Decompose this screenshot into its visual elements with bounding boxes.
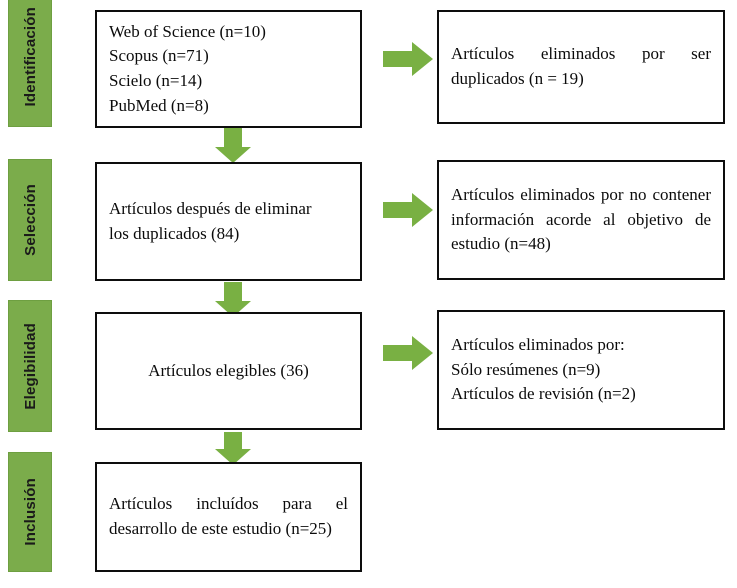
down-arrow-3 <box>214 432 252 465</box>
box-excluded-no-info-text: Artículos eliminados por no contener inf… <box>451 185 711 254</box>
box-line: Scielo (n=14) <box>109 71 203 90</box>
stage-label-inclusion: Inclusión <box>21 478 39 546</box>
box-line: los duplicados (84) <box>109 223 240 243</box>
right-arrow-2 <box>383 192 433 228</box>
box-eligible: Artículos elegibles (36) <box>95 312 362 430</box>
box-sources: Web of Science (n=10) Scopus (n=71) Scie… <box>95 10 362 128</box>
stage-bar-elegibilidad: Elegibilidad <box>8 300 52 432</box>
stage-label-seleccion: Selección <box>21 184 39 256</box>
down-arrow-1 <box>214 128 252 163</box>
box-line: Sólo resúmenes (n=9) <box>451 359 601 379</box>
box-excluded-reasons: Artículos eliminados por: Sólo resúmenes… <box>437 310 725 430</box>
right-arrow-3 <box>383 335 433 371</box>
stage-bar-identificacion: Identificación <box>8 0 52 127</box>
box-excluded-reasons-text: Artículos eliminados por: Sólo resúmenes… <box>439 333 723 407</box>
box-line: Scopus (n=71) <box>109 46 209 66</box>
right-arrow-1 <box>383 41 433 77</box>
stage-bar-seleccion: Selección <box>8 159 52 281</box>
box-line: PubMed (n=8) <box>109 95 209 115</box>
box-line: Artículos después de eliminar <box>109 198 312 218</box>
box-line: Artículos eliminados por: <box>451 335 625 355</box>
box-included: Artículos incluídos para el desarrollo d… <box>95 462 362 572</box>
box-excluded-duplicates: Artículos eliminados por ser duplicados … <box>437 10 725 124</box>
box-excluded-no-info: Artículos eliminados por no contener inf… <box>437 160 725 280</box>
box-after-duplicates: Artículos después de eliminar los duplic… <box>95 162 362 281</box>
box-line: Web of Science (n=10) <box>109 21 266 41</box>
box-included-text: Artículos incluídos para el desarrollo d… <box>109 494 348 538</box>
box-after-duplicates-text: Artículos después de eliminar los duplic… <box>97 197 360 246</box>
box-line: Artículos de revisión (n=2) <box>451 384 636 404</box>
box-excluded-duplicates-text: Artículos eliminados por ser duplicados … <box>451 44 711 88</box>
down-arrow-2 <box>214 282 252 317</box>
stage-label-identificacion: Identificación <box>21 6 39 107</box>
stage-bar-inclusion: Inclusión <box>8 452 52 572</box>
box-sources-text: Web of Science (n=10) Scopus (n=71) Scie… <box>97 20 360 119</box>
stage-label-elegibilidad: Elegibilidad <box>21 322 39 410</box>
box-eligible-text: Artículos elegibles (36) <box>148 360 309 380</box>
